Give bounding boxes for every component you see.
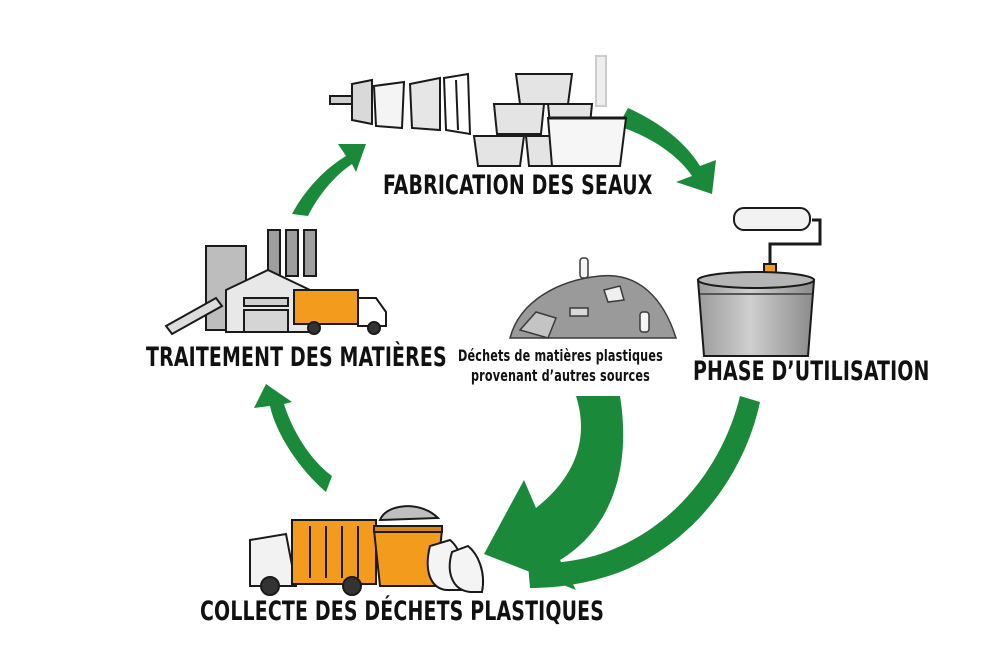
other-sources-line1: Déchets de matières plastiques <box>458 346 663 365</box>
bucket-stack-icon <box>472 55 628 167</box>
arrow-fabrication-to-utilisation <box>618 108 716 194</box>
other-sources-label: Déchets de matières plastiques provenant… <box>458 346 663 386</box>
stage-fabrication-label: FABRICATION DES SEAUX <box>383 170 653 201</box>
waste-container-icon <box>372 505 444 587</box>
arrow-traitement-to-fabrication <box>292 144 366 216</box>
trash-bag-icon <box>426 538 484 593</box>
stage-utilisation-label: PHASE D’UTILISATION <box>693 356 930 387</box>
stage-collecte-label: COLLECTE DES DÉCHETS PLASTIQUES <box>200 596 605 627</box>
recycling-plant-icon <box>164 229 387 336</box>
other-sources-line2: provenant d’autres sources <box>470 366 650 385</box>
arrow-other-sources-to-collecte <box>484 396 624 590</box>
paint-bucket-roller-icon <box>696 207 822 357</box>
stage-traitement-label: TRAITEMENT DES MATIÈRES <box>146 342 447 373</box>
garbage-truck-icon <box>249 519 377 596</box>
waste-heap-icon <box>509 257 678 339</box>
arrow-collecte-to-traitement <box>254 384 332 492</box>
injection-molding-icon <box>329 72 472 136</box>
cycle-arrows <box>254 108 760 590</box>
